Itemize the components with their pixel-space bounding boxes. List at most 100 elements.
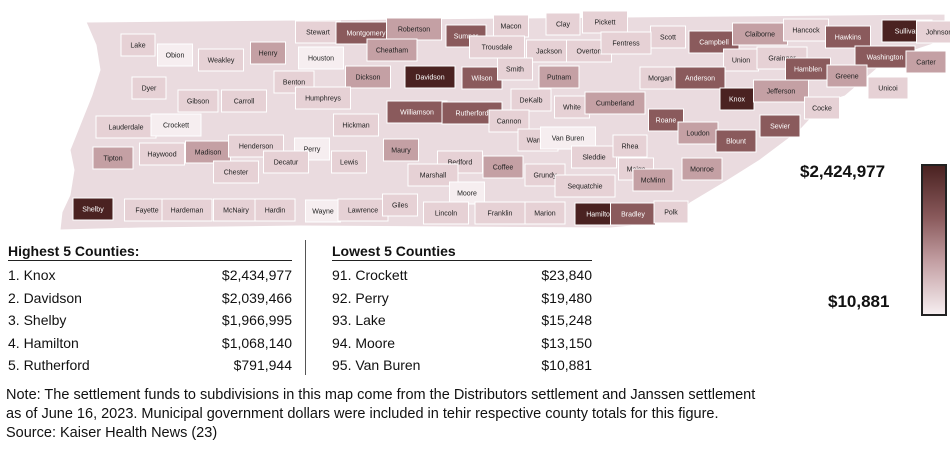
row-label: 2. Davidson (8, 289, 82, 306)
county-blount (715, 129, 757, 153)
county-label: Putnam (547, 75, 571, 82)
county-lewis (331, 150, 367, 174)
county-label: Cocke (812, 106, 832, 113)
county-label: McMinn (641, 178, 666, 185)
county-van-buren (540, 126, 596, 150)
county-label: Decatur (274, 160, 299, 167)
county-label: Crockett (163, 123, 189, 130)
lowest-counties-title: Lowest 5 Counties (332, 243, 592, 261)
row-label: 93. Lake (332, 312, 386, 328)
county-label: Cumberland (596, 101, 634, 108)
county-unicoi (867, 76, 909, 100)
county-label: Hardin (265, 208, 286, 215)
county-label: Unicoi (878, 86, 898, 93)
county-cocke (804, 96, 840, 120)
county-label: Fentress (612, 41, 640, 48)
county-label: Polk (664, 210, 678, 217)
county-label: Blount (726, 139, 746, 146)
county-label: Fayette (135, 208, 158, 215)
county-label: Montgomery (347, 31, 386, 38)
county-sevier (759, 114, 801, 138)
table-divider (305, 240, 306, 375)
county-label: Sumner (454, 34, 479, 41)
county-label: Jefferson (767, 89, 796, 96)
county-humphreys (295, 86, 351, 110)
county-label: Coffee (493, 165, 514, 172)
county-label: Henry (259, 51, 278, 58)
county-label: Overton (577, 49, 602, 56)
county-cheatham (366, 38, 418, 62)
county-marshall (407, 163, 459, 187)
highest-counties-title: Highest 5 Counties: (8, 243, 292, 261)
county-sequatchie (554, 174, 616, 198)
county-label: Stewart (306, 30, 330, 37)
county-label: Morgan (648, 76, 672, 83)
color-scale-bar (921, 164, 947, 316)
county-label: Davidson (415, 75, 444, 82)
county-hawkins (825, 25, 871, 49)
county-rhea (612, 134, 648, 158)
county-lake (120, 33, 156, 57)
table-row: 91. Crockett$23,840 (332, 264, 592, 287)
county-clay (545, 12, 581, 36)
county-label: Monroe (690, 167, 714, 174)
row-label: 4. Hamilton (8, 334, 79, 351)
row-value: $15,248 (541, 312, 592, 328)
county-label: Hawkins (835, 35, 862, 42)
county-label: Sequatchie (567, 184, 602, 191)
notes-block: Note: The settlement funds to subdivisio… (6, 386, 950, 443)
lowest-counties-table: Lowest 5 Counties 91. Crockett$23,840 92… (332, 243, 592, 377)
county-label: Obion (166, 53, 185, 60)
county-label: DeKalb (520, 98, 543, 105)
row-label: 5. Rutherford (8, 357, 90, 373)
county-label: Scott (660, 35, 676, 42)
county-decatur (263, 150, 309, 174)
row-label: 95. Van Buren (332, 357, 421, 373)
county-label: Grainger (768, 56, 796, 63)
county-label: Marion (534, 211, 556, 218)
county-hardin (254, 198, 296, 222)
county-label: Humphreys (305, 96, 341, 103)
row-label: 3. Shelby (8, 312, 67, 328)
county-label: Smith (506, 67, 524, 74)
county-dyer (131, 76, 167, 100)
row-value: $2,039,466 (221, 289, 292, 306)
row-value: $2,434,977 (221, 267, 292, 283)
county-gibson (177, 89, 219, 113)
county-label: Bedford (448, 160, 473, 167)
highest-counties-table: Highest 5 Counties: 1. Knox$2,434,977 2.… (8, 243, 292, 377)
table-row: 5. Rutherford$791,944 (8, 354, 292, 377)
county-weakley (198, 48, 244, 72)
county-polk (653, 200, 689, 224)
row-value: $10,881 (541, 357, 592, 373)
county-label: Weakley (208, 58, 235, 65)
county-tipton (92, 146, 134, 170)
county-giles (382, 193, 418, 217)
county-label: Houston (308, 56, 334, 63)
county-label: Grundy (534, 173, 557, 180)
county-hardeman (161, 198, 213, 222)
county-label: Lauderdale (108, 125, 143, 132)
county-mcminn (632, 168, 674, 192)
county-label: Gibson (187, 99, 209, 106)
county-label: Loudon (686, 131, 709, 138)
county-label: Lincoln (435, 211, 457, 218)
county-fentress (600, 31, 652, 55)
table-row: 95. Van Buren $10,881 (332, 354, 592, 377)
county-label: Hardeman (171, 208, 204, 215)
table-row: 93. Lake $15,248 (332, 309, 592, 332)
county-anderson (674, 66, 726, 90)
county-smith (497, 57, 533, 81)
legend-min-label: $10,881 (828, 292, 890, 311)
county-label: Johnson (926, 30, 950, 37)
county-label: Marshall (420, 173, 447, 180)
county-label: Pickett (594, 20, 615, 27)
county-label: Macon (500, 24, 521, 31)
county-johnson (916, 20, 950, 44)
source-line: Source: Kaiser Health News (23) (6, 425, 218, 441)
county-label: Madison (195, 150, 222, 157)
county-cumberland (584, 91, 646, 115)
county-label: Hamilton (586, 212, 614, 219)
county-label: Dyer (142, 86, 157, 93)
county-crockett (150, 113, 202, 137)
